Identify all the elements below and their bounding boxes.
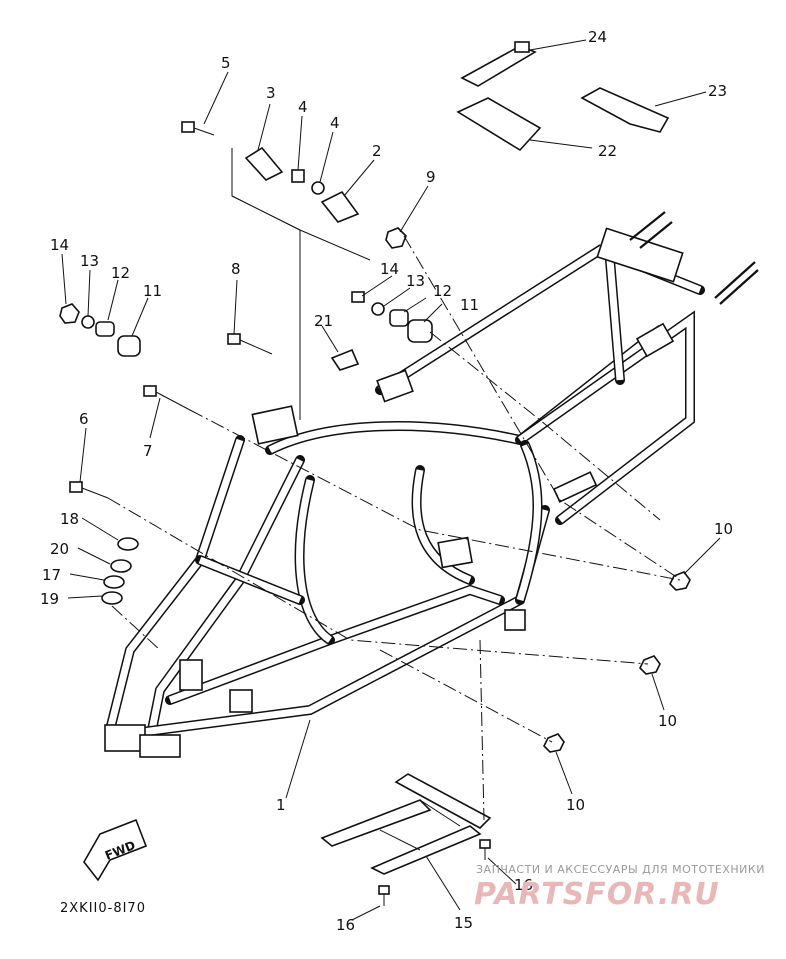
part-4-nut-a bbox=[291, 169, 305, 183]
watermark-site: PARTSFOR.RU bbox=[474, 877, 720, 912]
part-12-collar-left bbox=[95, 321, 115, 337]
part-9-nut bbox=[385, 227, 407, 249]
centerline-right-mount bbox=[429, 331, 661, 521]
centerline-upper-rear bbox=[403, 235, 679, 579]
part-23-bracket bbox=[580, 87, 670, 133]
callout-14b: 14 bbox=[380, 260, 399, 278]
callout-9: 9 bbox=[426, 168, 436, 186]
callout-5: 5 bbox=[221, 54, 231, 72]
part-15-skid-plate bbox=[320, 773, 492, 875]
callout-6: 6 bbox=[79, 410, 89, 428]
callout-3: 3 bbox=[266, 84, 276, 102]
part-11-bushing-left bbox=[117, 335, 141, 357]
callout-8: 8 bbox=[231, 260, 241, 278]
part-10-nut-b bbox=[639, 655, 661, 675]
callout-4b: 4 bbox=[330, 114, 340, 132]
part-22-pad bbox=[456, 97, 542, 152]
part-4-nut-b bbox=[311, 181, 325, 195]
main-frame bbox=[104, 211, 759, 758]
callout-18: 18 bbox=[60, 510, 79, 528]
centerline-lower-nut bbox=[379, 649, 553, 743]
part-5-bolt bbox=[181, 121, 215, 136]
part-12-collar-right bbox=[389, 309, 409, 327]
part-24-bracket bbox=[460, 45, 537, 87]
callout-13b: 13 bbox=[406, 272, 425, 290]
leader-lines bbox=[61, 39, 721, 921]
callout-4a: 4 bbox=[298, 98, 308, 116]
callout-13a: 13 bbox=[80, 252, 99, 270]
part-2-bracket bbox=[320, 190, 360, 223]
callout-10a: 10 bbox=[714, 520, 733, 538]
part-17-damper bbox=[103, 575, 125, 589]
callout-7: 7 bbox=[143, 442, 153, 460]
callout-16a: 16 bbox=[514, 876, 533, 894]
callout-labels: 5 3 4 4 2 9 24 23 22 14 13 12 11 8 14 13… bbox=[40, 28, 733, 934]
callout-2: 2 bbox=[372, 142, 382, 160]
callout-10c: 10 bbox=[566, 796, 585, 814]
part-13-washer-right bbox=[371, 302, 385, 316]
centerline-damper bbox=[111, 605, 161, 651]
callout-11a: 11 bbox=[143, 282, 162, 300]
fwd-arrow-icon: FWD bbox=[83, 818, 148, 882]
watermark: ЗАПЧАСТИ И АКСЕССУАРЫ ДЛЯ МОТОТЕХНИКИ PA… bbox=[474, 863, 765, 912]
callout-19: 19 bbox=[40, 590, 59, 608]
callout-12b: 12 bbox=[433, 282, 452, 300]
centerline-front-bolt bbox=[189, 409, 681, 581]
callout-21: 21 bbox=[314, 312, 333, 330]
drawing-code: 2XKII0-8I70 bbox=[60, 901, 146, 916]
callout-16b: 16 bbox=[336, 916, 355, 934]
part-16-bolt-b bbox=[378, 885, 390, 906]
callout-17: 17 bbox=[42, 566, 61, 584]
callout-23: 23 bbox=[708, 82, 727, 100]
part-6-bolt bbox=[69, 481, 109, 499]
callout-1: 1 bbox=[276, 796, 286, 814]
callout-15: 15 bbox=[454, 914, 473, 932]
part-11-bushing-right bbox=[407, 319, 433, 343]
callout-11b: 11 bbox=[460, 296, 479, 314]
part-3-bracket bbox=[244, 146, 284, 181]
part-24-tab bbox=[514, 41, 530, 53]
centerline-skid bbox=[479, 639, 485, 821]
part-14-nut-left bbox=[59, 303, 80, 324]
part-20-washer bbox=[110, 559, 132, 573]
callout-22: 22 bbox=[598, 142, 617, 160]
part-10-nut-c bbox=[543, 733, 565, 753]
part-16-bolt-a bbox=[479, 839, 491, 860]
callout-20: 20 bbox=[50, 540, 69, 558]
callout-10b: 10 bbox=[658, 712, 677, 730]
callout-24: 24 bbox=[588, 28, 607, 46]
watermark-tagline: ЗАПЧАСТИ И АКСЕССУАРЫ ДЛЯ МОТОТЕХНИКИ bbox=[476, 863, 765, 876]
callout-12a: 12 bbox=[111, 264, 130, 282]
part-19-collar bbox=[101, 591, 123, 605]
part-7-bolt bbox=[143, 385, 191, 411]
part-14-nut-right bbox=[351, 291, 365, 303]
callout-14a: 14 bbox=[50, 236, 69, 254]
part-8-bolt bbox=[227, 333, 273, 355]
part-21-clip bbox=[330, 348, 360, 371]
part-18-cap bbox=[117, 537, 139, 551]
part-13-washer-left bbox=[81, 315, 95, 329]
